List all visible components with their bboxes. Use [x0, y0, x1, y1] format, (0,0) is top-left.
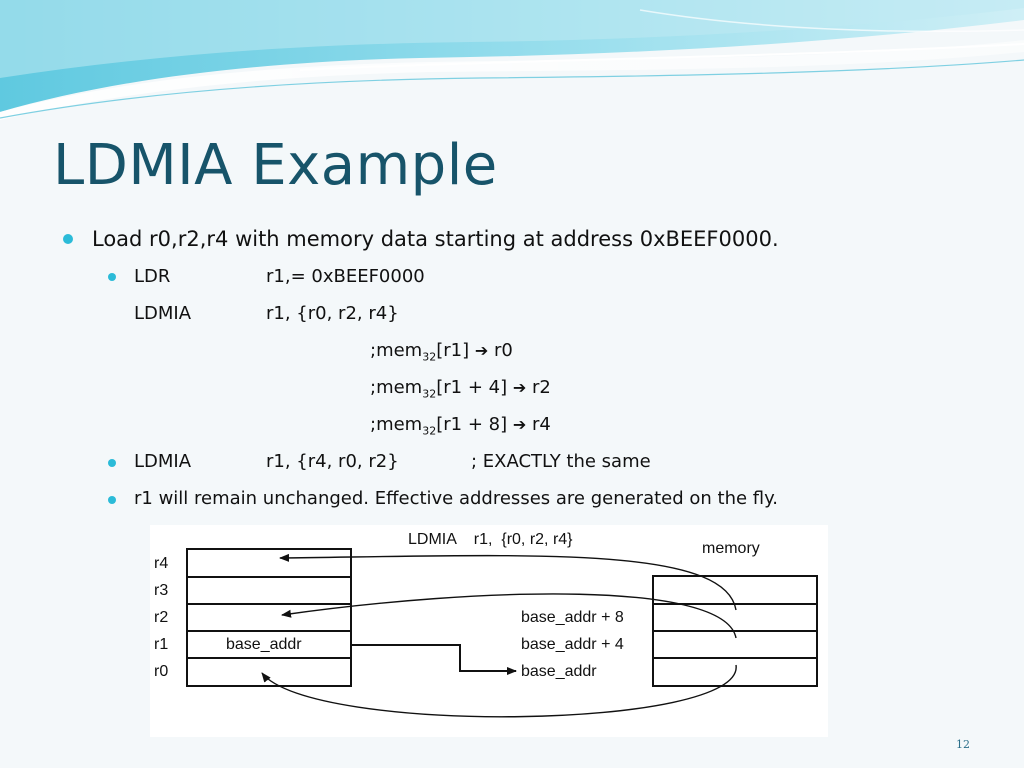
- sub-bullet-dot-icon: [108, 273, 116, 281]
- arrow-right-icon: ➔: [512, 415, 527, 434]
- code-args: r1, {r4, r0, r2}: [266, 451, 399, 472]
- load-arrow-r2: [281, 593, 737, 639]
- code-op: LDMIA: [134, 451, 192, 472]
- bullet-dot-icon: [63, 234, 73, 244]
- code-comment: ;mem32[r1 + 8] ➔ r4: [370, 414, 551, 438]
- code-comment: ; EXACTLY the same: [471, 451, 651, 472]
- code-args: r1, {r0, r2, r4}: [266, 303, 399, 324]
- memory-address-label: base_addr: [521, 663, 597, 680]
- load-arrow-r0: [261, 664, 737, 718]
- arrow-right-icon: ➔: [512, 378, 527, 397]
- register-file: [186, 548, 352, 687]
- register-label: r2: [154, 609, 168, 626]
- slide-title: LDMIA Example: [53, 133, 498, 198]
- ldmia-diagram: LDMIA r1, {r0, r2, r4} memory r4 r3 r2 r…: [150, 525, 828, 737]
- code-comment: ;mem32[r1] ➔ r0: [370, 340, 513, 364]
- register-label: r0: [154, 663, 168, 680]
- code-comment: ;mem32[r1 + 4] ➔ r2: [370, 377, 551, 401]
- register-label: r1: [154, 636, 168, 653]
- register-label: r4: [154, 555, 168, 572]
- base-addr-pointer-arrow: [351, 644, 517, 675]
- r1-value: base_addr: [226, 636, 302, 653]
- arrow-right-icon: ➔: [474, 341, 489, 360]
- code-op: LDR: [134, 266, 171, 287]
- memory-block: [652, 575, 818, 687]
- memory-label: memory: [702, 540, 760, 557]
- ldmia-diagram-svg: LDMIA r1, {r0, r2, r4} memory r4 r3 r2 r…: [154, 531, 818, 718]
- bullet-text-load: Load r0,r2,r4 with memory data starting …: [92, 227, 779, 251]
- sub-bullet-dot-icon: [108, 496, 116, 504]
- page-number: 12: [956, 738, 970, 751]
- register-label: r3: [154, 582, 168, 599]
- load-arrow-r4: [279, 553, 737, 611]
- memory-address-label: base_addr + 4: [521, 636, 624, 653]
- sub-bullet-dot-icon: [108, 459, 116, 467]
- diagram-instruction: LDMIA r1, {r0, r2, r4}: [408, 531, 573, 548]
- code-args: r1,= 0xBEEF0000: [266, 266, 425, 287]
- header-wave-decoration: [0, 0, 1024, 120]
- memory-address-label: base_addr + 8: [521, 609, 624, 626]
- bullet-text-unchanged: r1 will remain unchanged. Effective addr…: [134, 488, 778, 509]
- code-op: LDMIA: [134, 303, 192, 324]
